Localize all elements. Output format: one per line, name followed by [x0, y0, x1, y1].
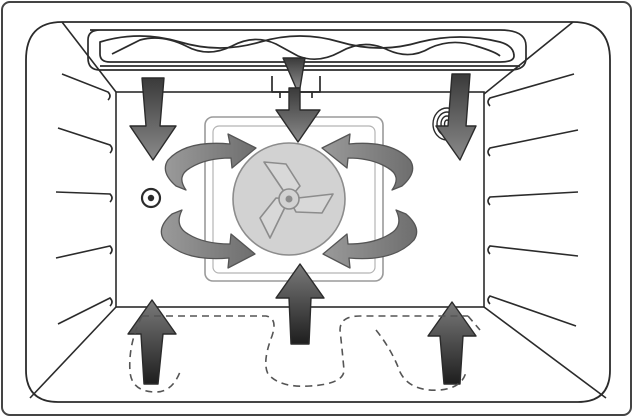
- upward-arrows: [127, 263, 477, 385]
- downward-arrows: [129, 57, 477, 161]
- up-arrow-right: [427, 301, 477, 385]
- curl-arrow-upper-left: [164, 133, 257, 191]
- top-heating-element: [87, 29, 527, 98]
- temperature-sensor: [140, 187, 162, 209]
- down-arrow-left: [129, 77, 177, 161]
- curl-arrow-upper-right: [321, 133, 414, 191]
- cavity-perspective-lines: [29, 21, 607, 399]
- fan-airflow-arrows: [160, 133, 418, 269]
- up-arrow-center: [275, 263, 325, 345]
- curl-arrow-lower-left: [160, 209, 256, 269]
- curl-arrow-lower-right: [322, 209, 418, 269]
- down-arrow-right: [435, 73, 477, 161]
- bottom-circulation-path: [128, 315, 481, 393]
- convection-fan: [232, 142, 346, 256]
- oven-cavity: [25, 21, 611, 403]
- down-arrow-center-top: [282, 57, 306, 89]
- rack-rails-left: [55, 73, 113, 325]
- up-arrow-left: [127, 299, 177, 385]
- rack-rails-right: [487, 73, 579, 327]
- down-arrow-center: [275, 87, 321, 143]
